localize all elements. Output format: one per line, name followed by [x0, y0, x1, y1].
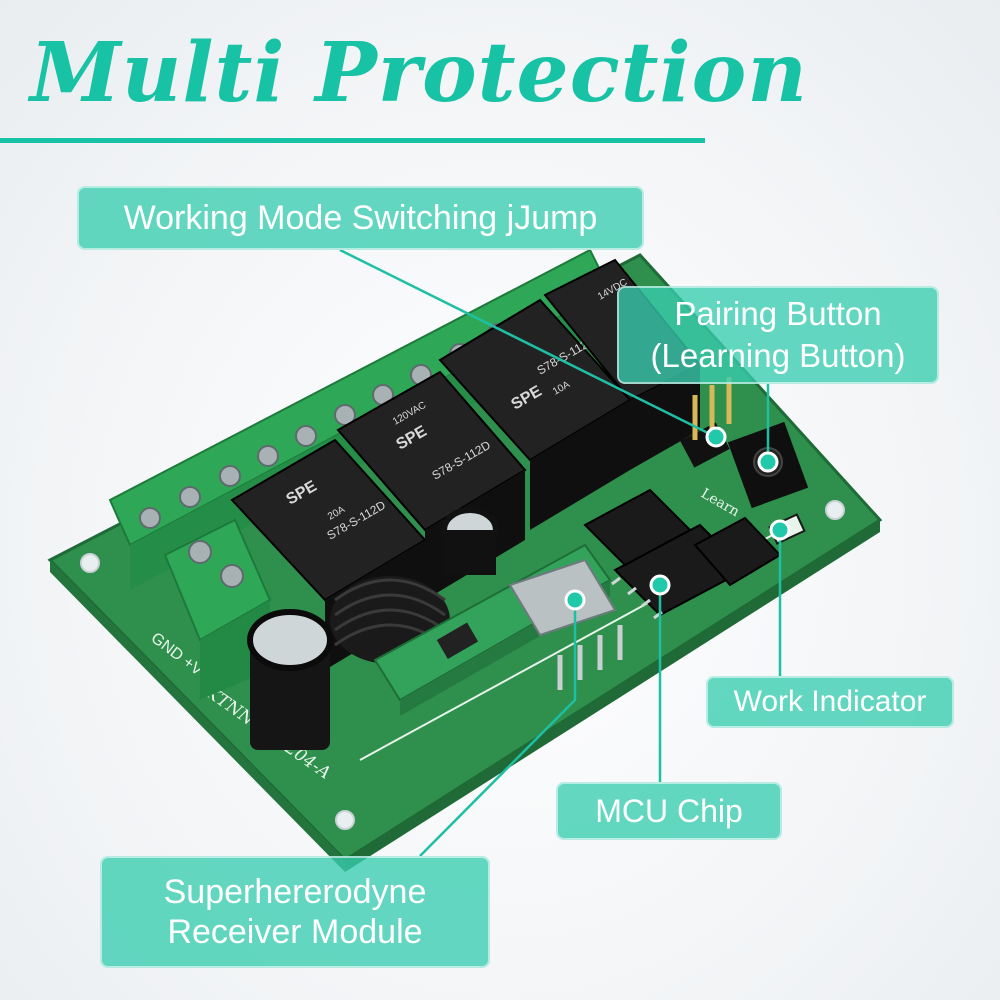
- receiver-module: [373, 543, 617, 716]
- callout-receiver-module: Superhererodyne Receiver Module: [100, 856, 490, 968]
- callout-label: Superhererodyne: [163, 873, 427, 911]
- pcb-edge: [345, 520, 880, 872]
- mount-hole: [80, 553, 100, 573]
- terminal-screw: [219, 465, 241, 487]
- callout-label: Pairing Button: [674, 295, 882, 332]
- capacitor-small: [441, 507, 499, 575]
- terminal-screw: [139, 507, 161, 529]
- pointer-dot-receiver: [564, 589, 586, 611]
- terminal-screw: [257, 445, 279, 467]
- pointer-dot-jump: [705, 426, 727, 448]
- callout-label: (Learning Button): [650, 337, 906, 374]
- terminal-screw: [295, 425, 317, 447]
- callout-mcu-chip: MCU Chip: [556, 782, 782, 840]
- pointer-dot-pairing: [757, 451, 779, 473]
- pointer-dot-mcu: [649, 574, 671, 596]
- terminal-screw: [220, 564, 244, 588]
- terminal-screw: [179, 486, 201, 508]
- mount-hole: [825, 500, 845, 520]
- callout-label: Working Mode Switching jJump: [123, 199, 598, 237]
- callout-pairing-button: Pairing Button (Learning Button): [617, 286, 939, 384]
- crystal-oscillator: [508, 558, 617, 637]
- page-title: Multi Protection: [30, 25, 808, 121]
- callout-label: Receiver Module: [167, 913, 423, 951]
- callout-work-indicator: Work Indicator: [706, 676, 954, 728]
- callout-working-mode-jump: Working Mode Switching jJump: [77, 186, 644, 250]
- pointer-dot-led: [769, 519, 791, 541]
- callout-label: Work Indicator: [733, 685, 927, 718]
- capacitor-large: [247, 609, 333, 750]
- callout-label: MCU Chip: [595, 793, 743, 829]
- mount-hole: [335, 810, 355, 830]
- terminal-screw: [188, 540, 212, 564]
- ic-chip-2: [583, 488, 692, 567]
- title-underline: [0, 138, 705, 143]
- pcb-edge-left: [50, 560, 345, 872]
- header-pins: [557, 625, 623, 690]
